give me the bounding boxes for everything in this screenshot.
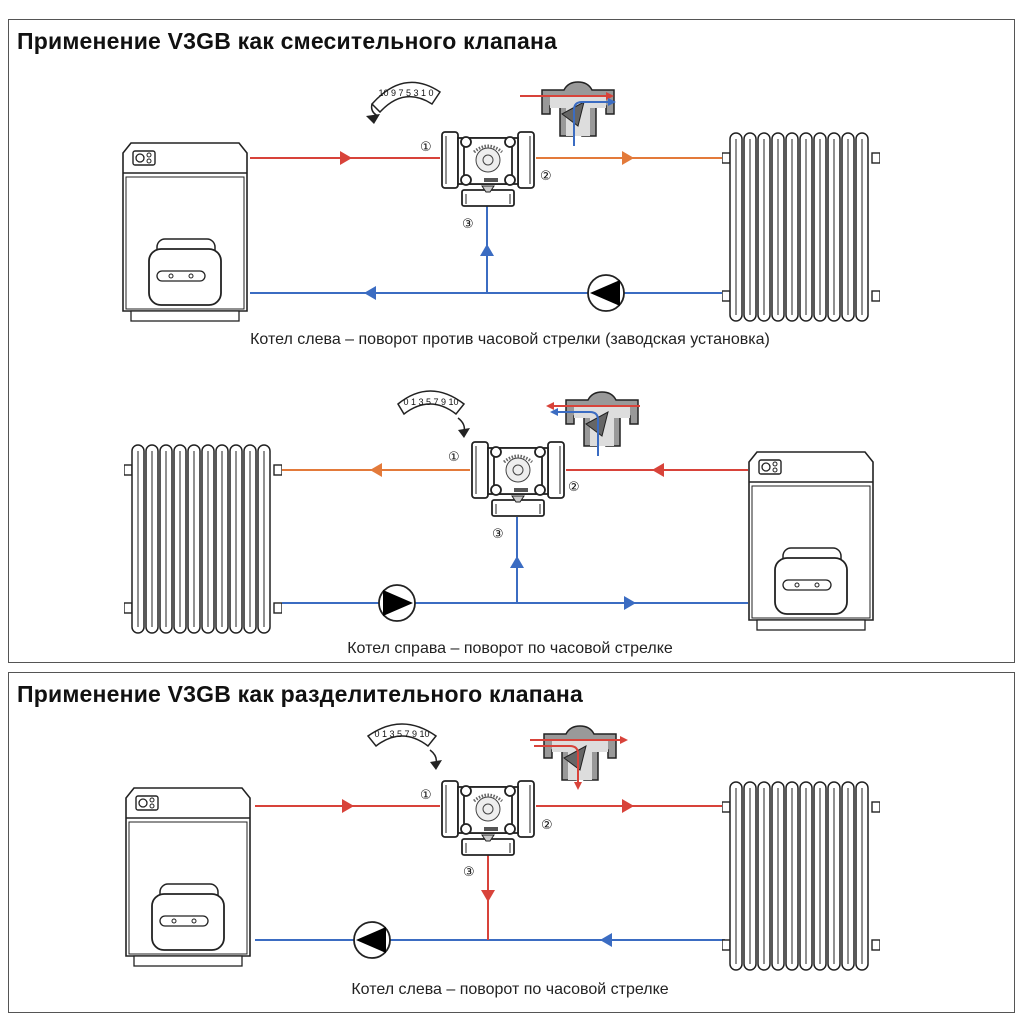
port-2-label: ②: [541, 818, 553, 833]
port-1-label: ①: [448, 450, 460, 465]
flow-arrow-icon: [370, 463, 382, 477]
diagram-mixing-boiler-left: 10 9 7 5 3 1 0 ① ② ③ Котел слева – повор…: [123, 82, 880, 348]
flow-arrow-icon: [340, 151, 352, 165]
port-1-label: ①: [420, 788, 432, 803]
radiator-icon: [722, 782, 880, 970]
tee-icon: [542, 82, 614, 136]
port-1-label: ①: [420, 140, 432, 155]
dial-scale-icon: 0 1 3 5 7 9 10: [397, 390, 470, 438]
tee-flow-detail: [520, 82, 616, 146]
diagram-caption: Котел слева – поворот по часовой стрелке: [351, 981, 668, 998]
pump-icon: [354, 922, 390, 958]
port-3-label: ③: [463, 865, 475, 880]
diverting-valve-section: Применение V3GB как разделительного клап…: [8, 672, 1015, 1013]
flow-arrow-icon: [342, 799, 354, 813]
section-title: Применение V3GB как смесительного клапан…: [17, 28, 558, 54]
diverting-valve-icon: [442, 781, 534, 855]
flow-arrow-icon: [481, 890, 495, 902]
dial-scale-icon: 0 1 3 5 7 9 10: [366, 723, 442, 770]
pump-icon: [588, 275, 624, 311]
boiler-icon: [123, 143, 247, 321]
diagram-caption: Котел справа – поворот по часовой стрелк…: [347, 640, 673, 657]
mixing-valve-icon: [472, 442, 564, 516]
radiator-icon: [124, 445, 282, 633]
diagram-mixing-boiler-right: 0 1 3 5 7 9 10 ① ② ③ Котел справа – пово…: [124, 390, 873, 657]
flow-arrow-icon: [364, 286, 376, 300]
tee-flow-detail: [546, 392, 640, 456]
flow-arrow-icon: [510, 556, 524, 568]
boiler-icon: [749, 452, 873, 630]
boiler-icon: [126, 788, 250, 966]
mixing-valve-section: Применение V3GB как смесительного клапан…: [8, 19, 1015, 663]
tee-flow-detail: [530, 726, 628, 790]
port-3-label: ③: [462, 217, 474, 232]
flow-arrow-icon: [652, 463, 664, 477]
svg-text:0 1 3 5 7 9 10: 0 1 3 5 7 9 10: [374, 729, 429, 739]
diagram-diverting-boiler-left: 0 1 3 5 7 9 10 ① ② ③ Котел слева – повор…: [126, 723, 880, 998]
diagram-caption: Котел слева – поворот против часовой стр…: [250, 331, 770, 348]
radiator-icon: [722, 133, 880, 321]
dial-scale-icon: 10 9 7 5 3 1 0: [366, 81, 442, 124]
flow-arrow-icon: [622, 151, 634, 165]
port-3-label: ③: [492, 527, 504, 542]
flow-arrow-icon: [480, 244, 494, 256]
svg-text:0 1 3 5 7 9 10: 0 1 3 5 7 9 10: [403, 397, 458, 407]
flow-arrow-icon: [600, 933, 612, 947]
tee-icon: [566, 392, 638, 446]
mixing-valve-icon: [442, 132, 534, 206]
tee-icon: [544, 726, 616, 780]
flow-arrow-icon: [624, 596, 636, 610]
flow-arrow-icon: [622, 799, 634, 813]
svg-text:10 9 7 5 3 1 0: 10 9 7 5 3 1 0: [378, 88, 433, 98]
pump-icon: [379, 585, 415, 621]
section-title: Применение V3GB как разделительного клап…: [17, 681, 583, 707]
port-2-label: ②: [568, 480, 580, 495]
port-2-label: ②: [540, 169, 552, 184]
